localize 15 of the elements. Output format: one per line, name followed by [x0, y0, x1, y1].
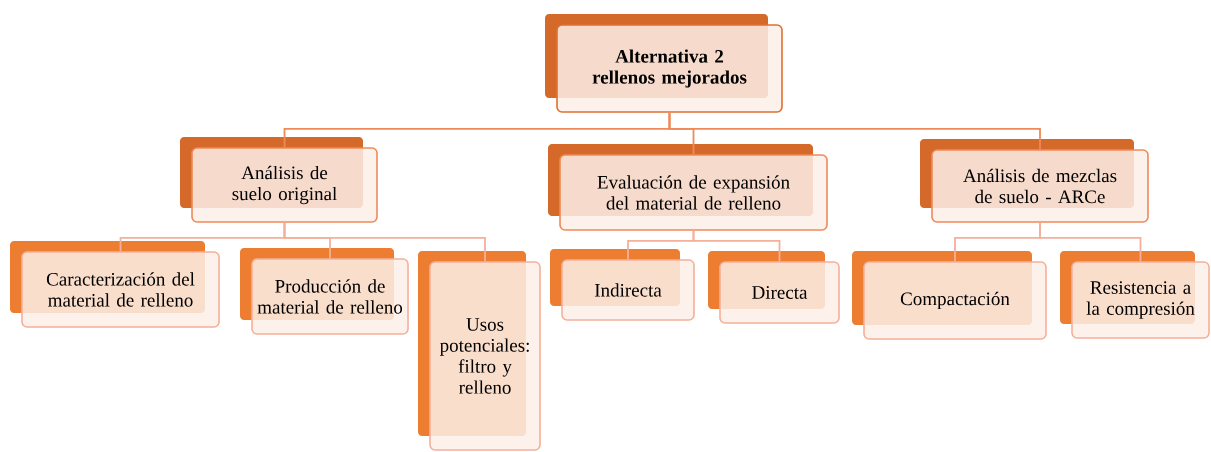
process-box: Directa [708, 251, 840, 324]
process-box: Análisis de suelo original [180, 137, 378, 223]
process-box: Usos potenciales: filtro y relleno [418, 251, 541, 451]
connector-line [283, 221, 486, 263]
connector-line [668, 111, 1041, 151]
process-box: Producción de material de relleno [240, 248, 409, 335]
connector-line [692, 229, 781, 263]
process-box: Caracterización del material de relleno [10, 241, 220, 328]
process-box: Evaluación de expansión del material de relleno [548, 144, 828, 231]
connector-line [1039, 221, 1142, 263]
process-box: Indirecta [550, 249, 695, 321]
process-box: Alternativa 2 rellenos mejorados [545, 14, 783, 113]
process-box: Resistencia a la compresión [1060, 251, 1210, 339]
process-box: Análisis de mezclas de suelo - ARCe [920, 139, 1149, 223]
process-box: Compactación [852, 251, 1047, 340]
